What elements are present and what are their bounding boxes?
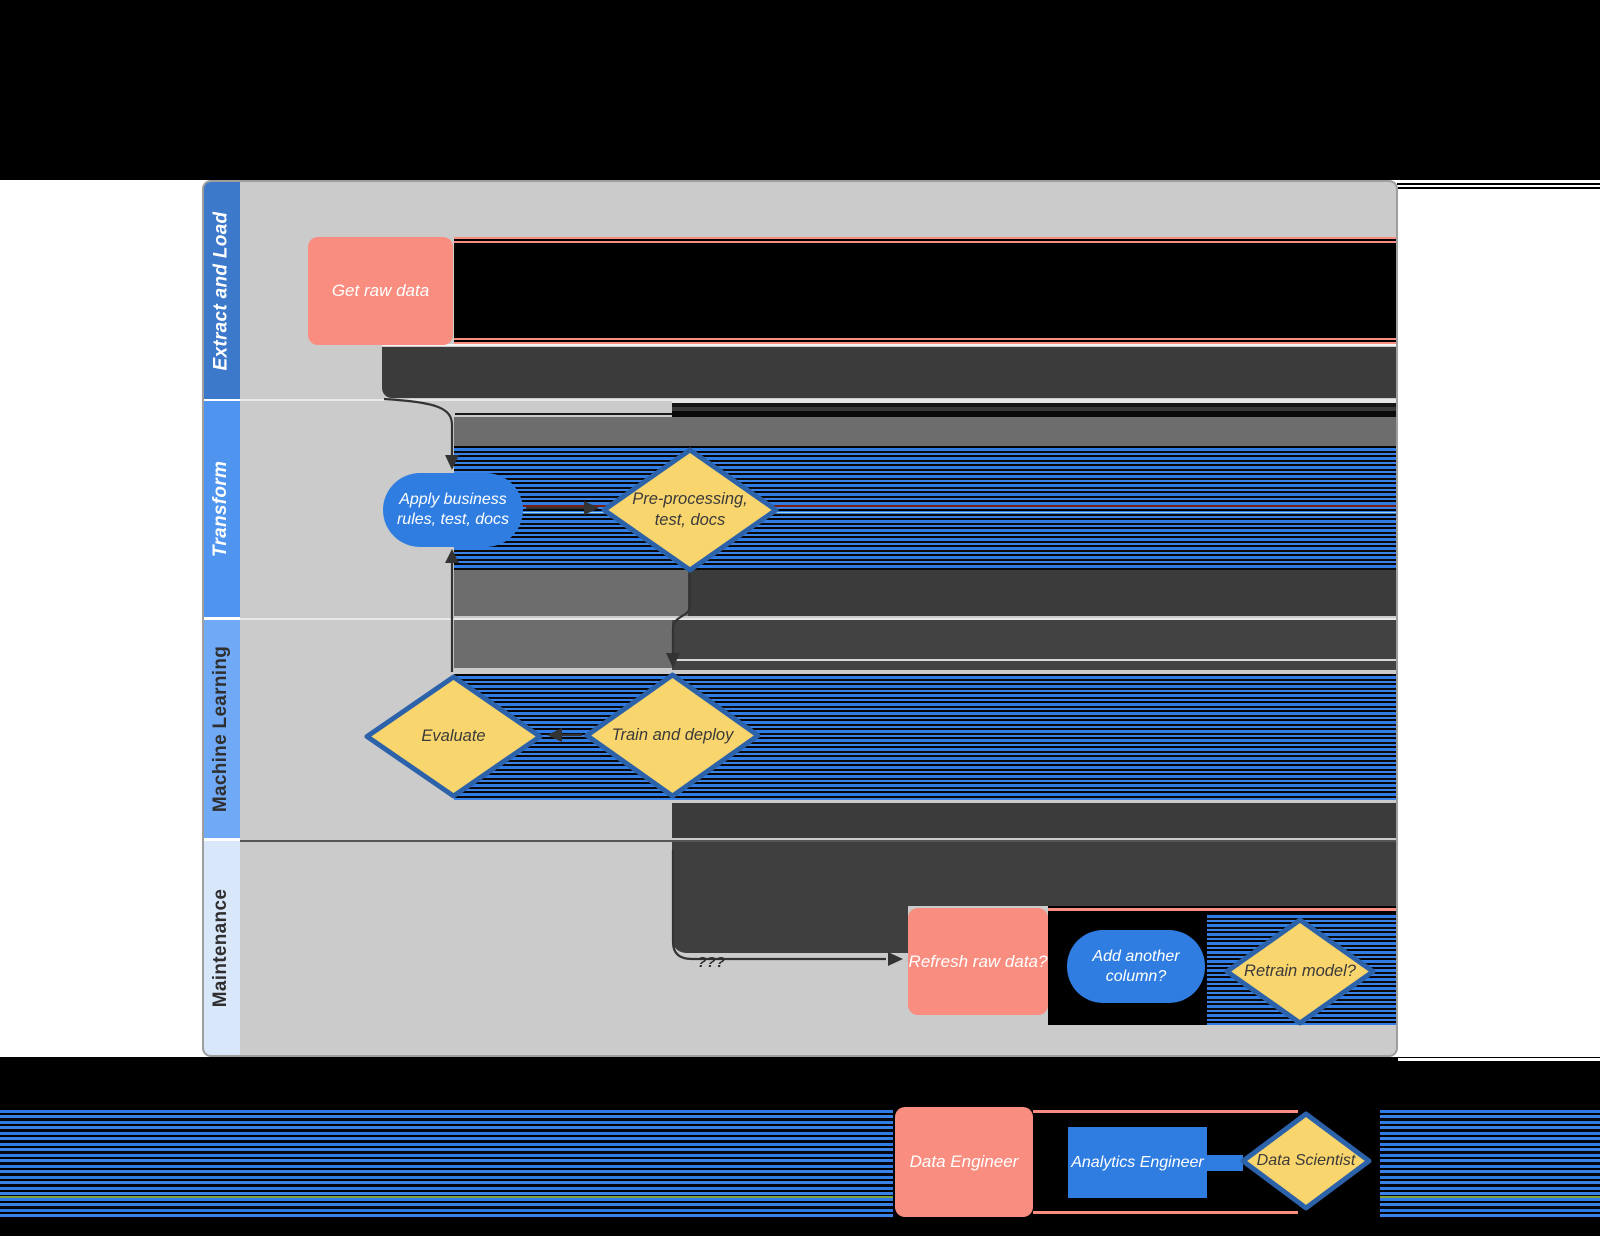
glitch-red-line [454, 505, 1398, 507]
lane-label-machine-learning: Machine Learning [210, 645, 232, 813]
diamond-shape [364, 674, 543, 799]
lane-divider-3 [240, 840, 1398, 842]
lane-bar-machine-learning [202, 620, 240, 838]
node-label: Get raw data [331, 281, 430, 301]
diamond-shape [1240, 1111, 1372, 1211]
glitch-white-line [382, 344, 1396, 346]
top-black-band [0, 0, 1600, 180]
glitch-charcoal-lane3-top [672, 620, 1396, 670]
glitch-line-top-right-2 [1397, 187, 1600, 189]
node-refresh-raw-data[interactable]: Refresh raw data? [908, 908, 1048, 1015]
node-apply-business-rules[interactable]: Apply business rules, test, docs [383, 473, 523, 547]
glitch-blue-stripes-lane2 [454, 446, 1398, 570]
glitch-black-line [455, 413, 672, 415]
glitch-coral-smear [454, 342, 1396, 344]
glitch-charcoal-lane3-bottom [672, 803, 1396, 838]
node-get-raw-data[interactable]: Get raw data [308, 237, 453, 345]
lane-label-transform: Transform [210, 460, 232, 558]
node-train-and-deploy[interactable]: Train and deploy [583, 671, 762, 800]
legend-analytics-engineer[interactable]: Analytics Engineer [1068, 1127, 1207, 1198]
lane-divider-2 [240, 618, 1398, 620]
glitch-white-line-lane3 [672, 659, 1396, 661]
node-retrain-model[interactable]: Retrain model? [1223, 916, 1377, 1027]
diamond-shape [1224, 917, 1376, 1026]
legend-data-engineer[interactable]: Data Engineer [895, 1107, 1033, 1217]
node-add-another-column[interactable]: Add another column? [1067, 930, 1205, 1003]
legend-label: Data Scientist [1256, 1152, 1356, 1169]
glitch-coral-smear [454, 237, 1396, 239]
node-label: Evaluate [421, 727, 486, 746]
glitch-coral-smear-legend [1033, 1110, 1298, 1113]
glitch-charcoal-lane4-right [908, 842, 1398, 906]
glitch-coral-smear [454, 338, 1396, 340]
diamond-shape [601, 447, 779, 573]
glitch-charcoal-lane4-left [672, 842, 908, 953]
glitch-coral-smear-legend [1033, 1211, 1298, 1214]
glitch-gray-band-lane2-low [454, 570, 688, 616]
glitch-black-lane1 [454, 237, 1396, 345]
node-preprocessing[interactable]: Pre-processing, test, docs [600, 446, 780, 574]
diamond-shape [584, 672, 761, 799]
legend-data-scientist[interactable]: Data Scientist [1239, 1110, 1373, 1212]
node-label: Apply business rules, test, docs [396, 491, 510, 528]
legend-label: Data Engineer [909, 1152, 1019, 1172]
lane-bar-transform [202, 401, 240, 617]
node-label: Train and deploy [611, 726, 734, 745]
glitch-gray-band-lane3 [454, 620, 672, 668]
glitch-blue-connector [1207, 1155, 1243, 1171]
node-label: Retrain model? [1244, 962, 1356, 981]
glitch-charcoal-bar-lane1 [382, 347, 1396, 398]
glitch-cyan-line [454, 512, 1398, 513]
lane-divider-1 [240, 399, 1398, 401]
glitch-line-top-right-1 [1397, 183, 1600, 185]
node-evaluate[interactable]: Evaluate [363, 673, 544, 800]
glitch-gray-band-lane2 [454, 417, 1398, 446]
lane-bar-maintenance [202, 841, 240, 1055]
node-label: Add another column? [1092, 947, 1180, 985]
glitch-coral-smear-lane4 [1048, 908, 1398, 911]
legend-label: Analytics Engineer [1071, 1153, 1204, 1171]
node-label: Refresh raw data? [908, 951, 1048, 971]
lane-label-maintenance: Maintenance [210, 888, 232, 1008]
glitch-coral-smear [454, 241, 1396, 243]
lane-label-extract-and-load: Extract and Load [210, 211, 232, 370]
bottom-right-white-notch [1398, 1058, 1600, 1061]
glitch-charcoal-lane2-low [688, 570, 1396, 616]
glitch-stripe-zone-lane2-top [672, 401, 1396, 417]
node-label: Pre-processing, test, docs [632, 490, 748, 529]
lane-bar-extract-and-load [202, 182, 240, 399]
glitch-green-line [0, 1196, 1600, 1198]
